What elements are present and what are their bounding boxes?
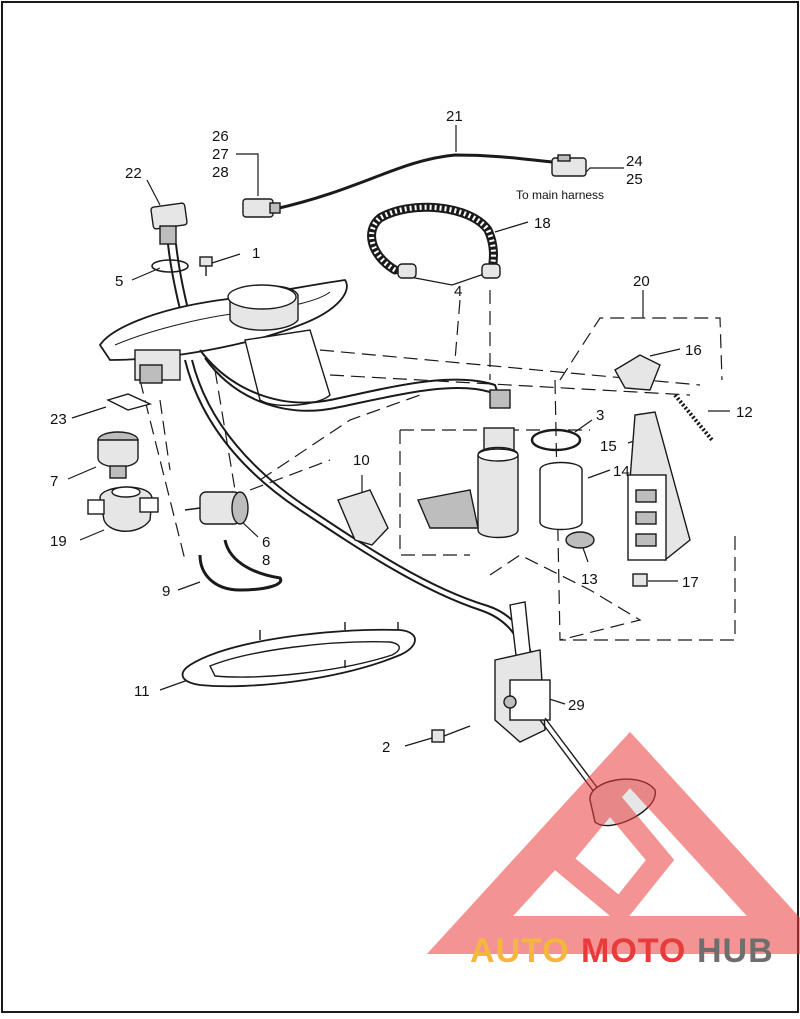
automotohub-watermark — [426, 731, 800, 954]
callout-8: 8 — [262, 552, 270, 569]
connector-22 — [150, 202, 188, 245]
watermark-inner-mark — [544, 782, 675, 926]
clamp-4b — [481, 263, 501, 279]
callout-16: 16 — [685, 342, 702, 359]
clip-23 — [106, 393, 153, 411]
harness-note: To main harness — [516, 188, 604, 202]
callout-13: 13 — [581, 571, 598, 588]
watermark-triangle — [426, 731, 800, 954]
fuel-pump-parts — [87, 153, 714, 827]
callout-4: 4 — [454, 283, 462, 300]
pad-13 — [565, 531, 595, 549]
valve-19 — [87, 486, 159, 532]
callout-7: 7 — [50, 473, 58, 490]
callout-23: 23 — [50, 411, 67, 428]
harness-connector-24 — [551, 154, 587, 177]
callout-18: 18 — [534, 215, 551, 232]
watermark-brand-auto: AUTO — [470, 932, 570, 970]
callout-28: 28 — [212, 164, 229, 181]
fuel-pump — [417, 389, 519, 539]
watermark-brand-moto: MOTO — [581, 932, 686, 970]
bracket-10 — [337, 489, 389, 546]
sender-unit-29 — [494, 601, 606, 801]
callout-12: 12 — [736, 404, 753, 421]
watermark-wordmark: AUTO MOTO HUB — [470, 932, 774, 970]
callout-20: 20 — [633, 273, 650, 290]
regulator-7 — [97, 431, 139, 479]
sensor-16 — [614, 354, 661, 391]
callout-25: 25 — [626, 171, 643, 188]
callout-15: 15 — [600, 438, 617, 455]
callout-21: 21 — [446, 108, 463, 125]
callout-27: 27 — [212, 146, 229, 163]
callout-14: 14 — [613, 463, 630, 480]
spring-12 — [673, 393, 714, 442]
callout-5: 5 — [115, 273, 123, 290]
callout-17: 17 — [682, 574, 699, 591]
callout-22: 22 — [125, 165, 142, 182]
callout-29: 29 — [568, 697, 585, 714]
callout-6: 6 — [262, 534, 270, 551]
harness-wire-21 — [274, 153, 553, 211]
callout-9: 9 — [162, 583, 170, 600]
callout-10: 10 — [353, 452, 370, 469]
callout-19: 19 — [50, 533, 67, 550]
pump-bracket-15 — [627, 411, 691, 561]
callout-24: 24 — [626, 153, 643, 170]
screw-2 — [431, 725, 471, 743]
filter-6 — [184, 491, 249, 525]
gasket-11 — [181, 622, 416, 688]
grommet-5 — [151, 259, 189, 273]
callout-3: 3 — [596, 407, 604, 424]
hose-9 — [198, 539, 283, 592]
clamp-4a — [397, 263, 417, 279]
callout-numbers: 1 2 3 4 5 6 7 8 9 10 11 12 13 14 15 16 1… — [50, 108, 753, 756]
callout-26: 26 — [212, 128, 229, 145]
pump-flange-plate — [98, 279, 348, 407]
watermark-brand-hub: HUB — [697, 932, 774, 970]
callout-2: 2 — [382, 739, 390, 756]
nut-17 — [632, 573, 648, 587]
harness-connector-26 — [242, 198, 281, 218]
callout-11: 11 — [134, 683, 150, 700]
pump-sleeve-14 — [539, 461, 583, 531]
pump-clamp-3 — [530, 428, 582, 452]
callout-1: 1 — [252, 245, 260, 262]
screw-1 — [199, 256, 213, 276]
